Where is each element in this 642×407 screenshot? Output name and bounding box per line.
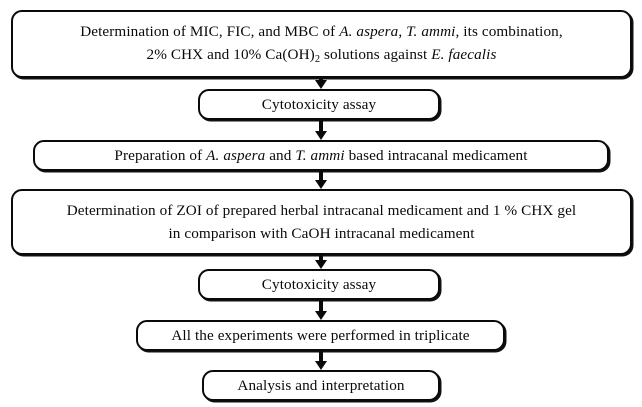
cytotoxicity-assay-box-1: Cytotoxicity assay [198, 89, 440, 120]
analysis-label: Analysis and interpretation [237, 376, 405, 394]
arrow-preparation-to-zoi [319, 171, 323, 181]
cytotoxicity-assay-label-2: Cytotoxicity assay [261, 275, 377, 293]
triplicate-label: All the experiments were performed in tr… [171, 326, 470, 344]
arrow-triplicate-to-analysis [319, 351, 323, 362]
cytotoxicity-assay-label-1: Cytotoxicity assay [261, 95, 377, 113]
arrow-cytotoxicity-2-to-triplicate [319, 300, 323, 312]
arrow-cytotoxicity-1-to-preparation [319, 120, 323, 132]
preparation-label: Preparation of A. aspera and T. ammi bas… [114, 146, 528, 164]
determination-zoi-box: Determination of ZOI of prepared herbal … [11, 189, 632, 255]
arrow-zoi-to-cytotoxicity-2 [319, 255, 323, 261]
zoi-box-line-2: in comparison with CaOH intracanal medic… [168, 225, 475, 242]
analysis-interpretation-box: Analysis and interpretation [202, 370, 440, 401]
experiments-triplicate-box: All the experiments were performed in tr… [136, 320, 505, 351]
arrow-mic-to-cytotoxicity-1 [319, 78, 323, 81]
mic-box-line-2: 2% CHX and 10% Ca(OH)2 solutions against… [146, 46, 497, 66]
determination-mic-fic-mbc-box: Determination of MIC, FIC, and MBC of A.… [11, 10, 632, 78]
mic-box-line-1: Determination of MIC, FIC, and MBC of A.… [80, 23, 563, 41]
preparation-medicament-box: Preparation of A. aspera and T. ammi bas… [33, 140, 609, 171]
zoi-box-line-1: Determination of ZOI of prepared herbal … [66, 201, 577, 219]
cytotoxicity-assay-box-2: Cytotoxicity assay [198, 269, 440, 300]
